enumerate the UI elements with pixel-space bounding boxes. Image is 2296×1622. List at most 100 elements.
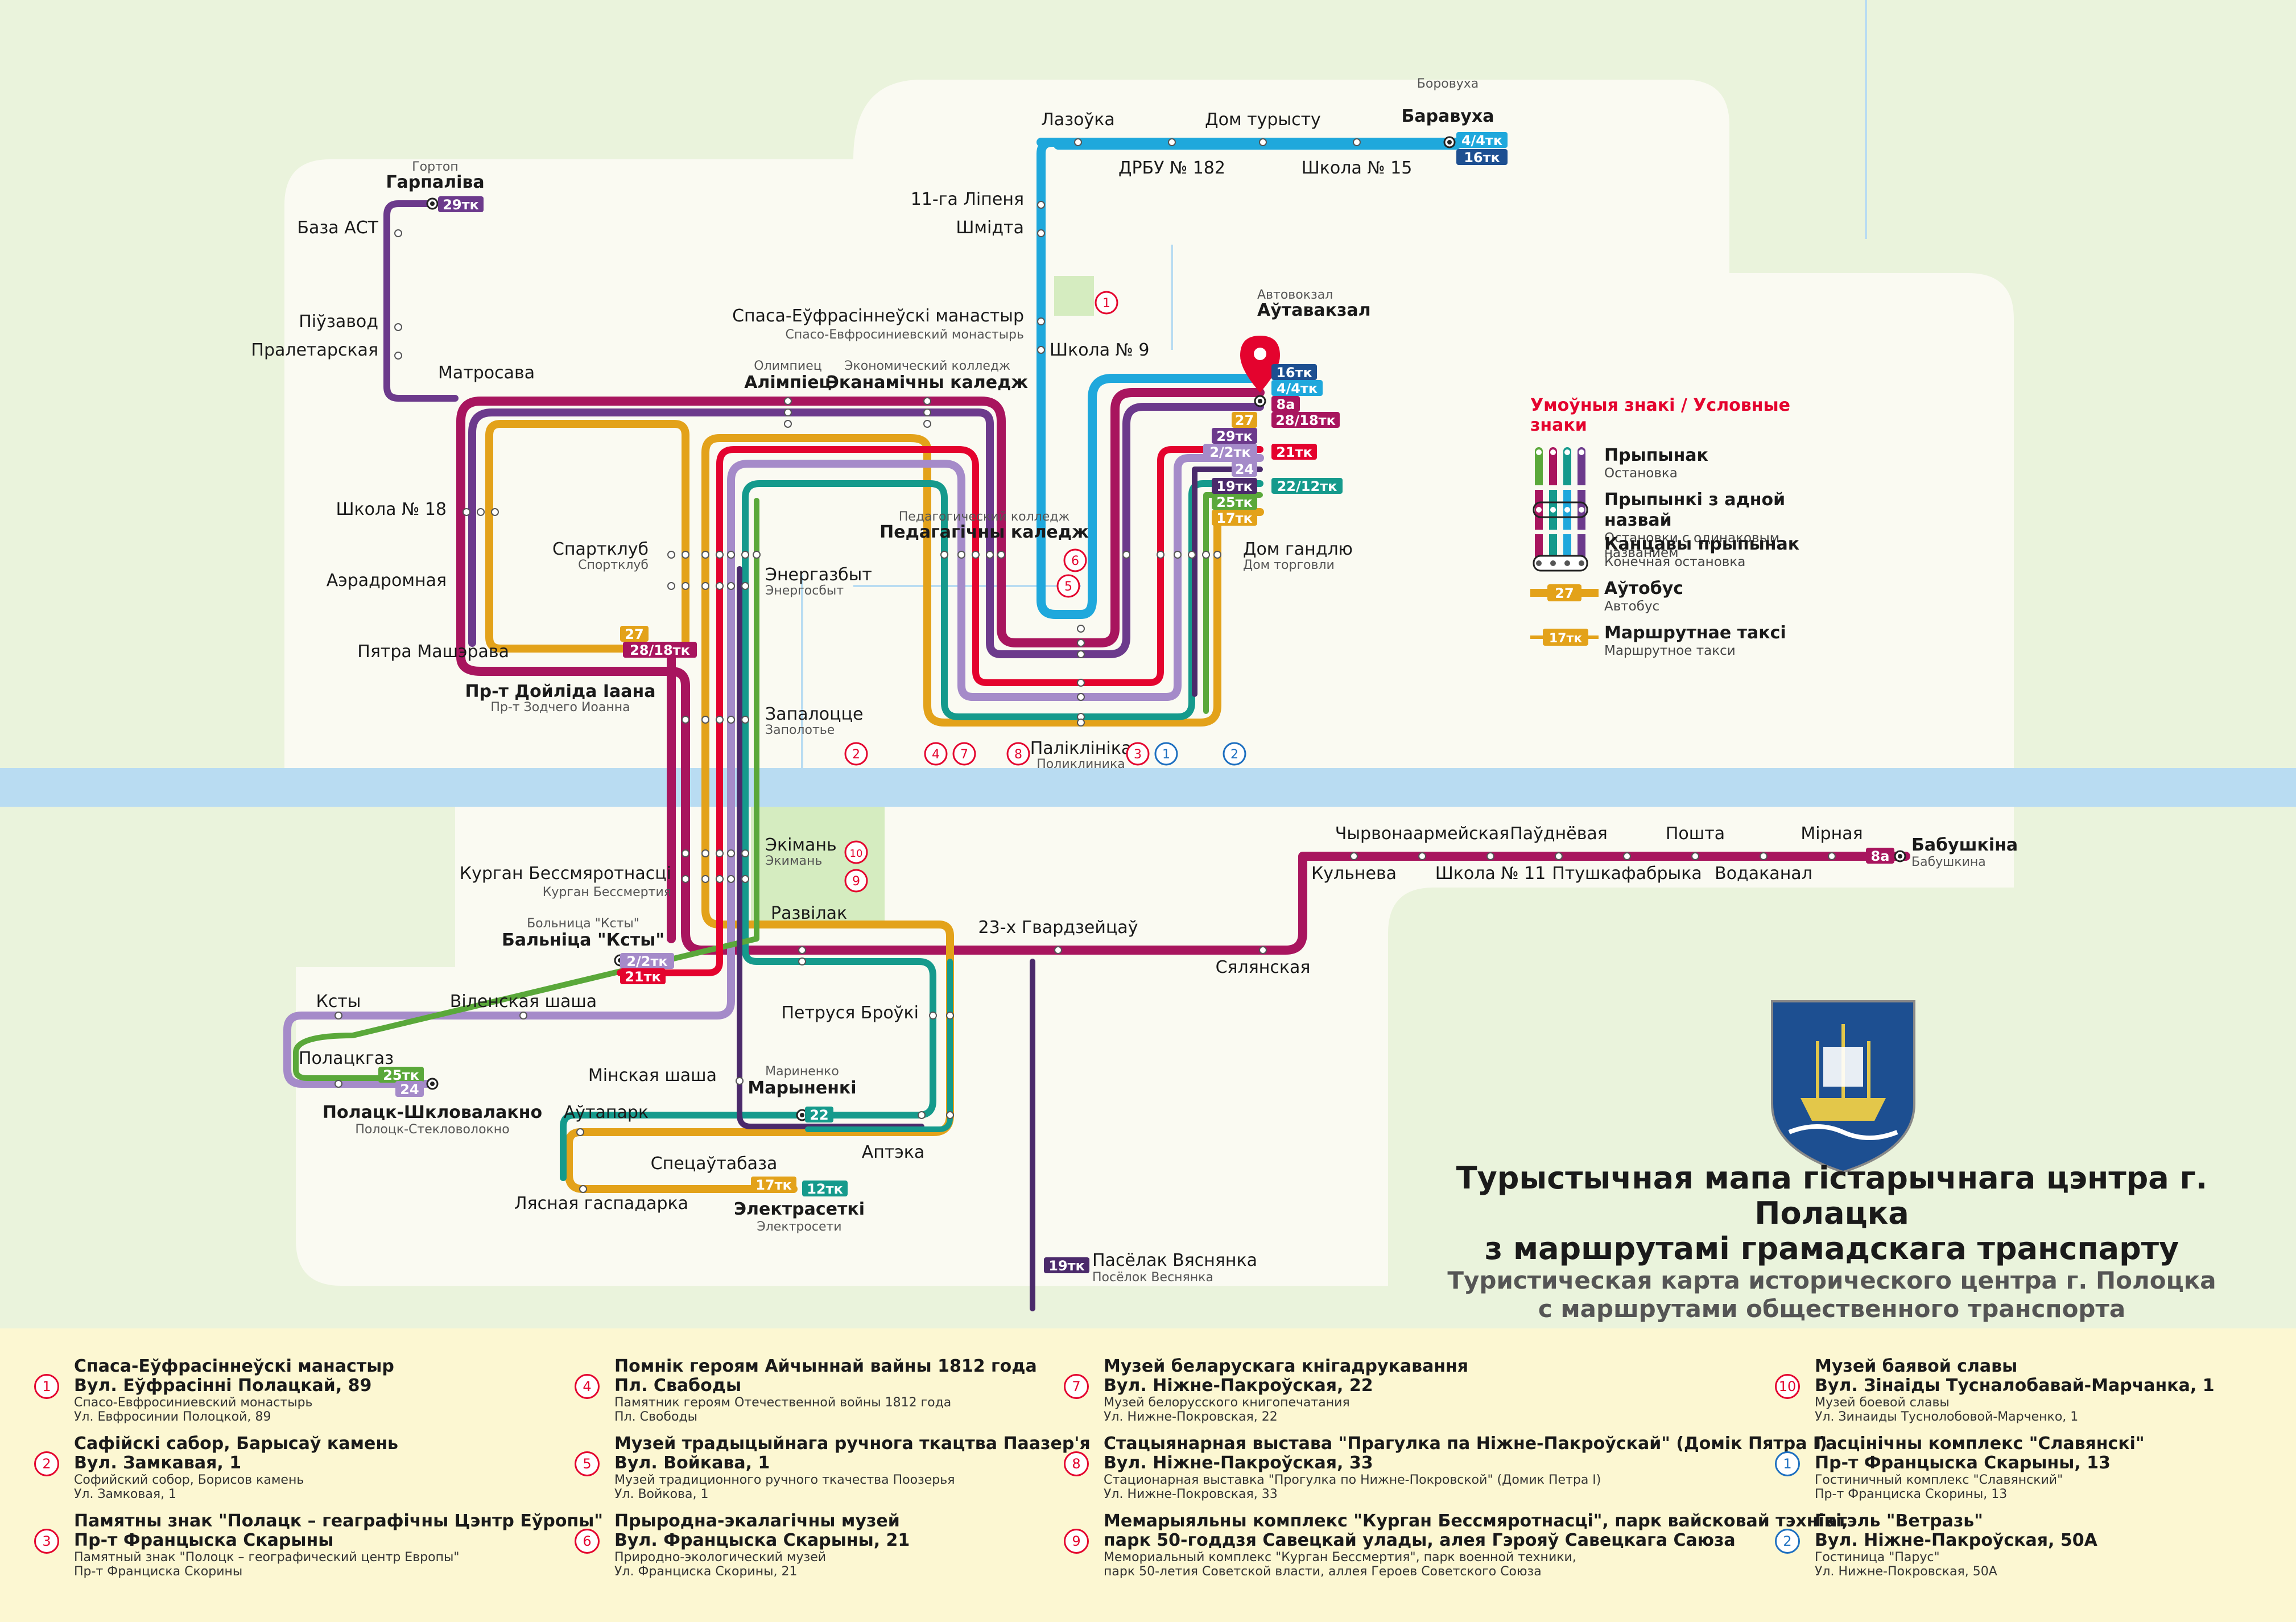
legend-label: Маршрутнае таксі xyxy=(1604,623,1786,643)
stop-dot xyxy=(1037,201,1045,209)
sight-name-ru: парк 50-летия Советской власти, аллея Ге… xyxy=(1104,1565,1542,1579)
legend-item-same-name-stops: Прыпынкі з адной назвай Остановки с один… xyxy=(1530,490,1826,560)
stop-label-gvardzeitsau: 23-х Гвардзейцаў xyxy=(978,918,1138,938)
stop-label-poshta: Пошта xyxy=(1666,824,1725,844)
stop-dot xyxy=(1623,852,1631,860)
svg-text:9: 9 xyxy=(852,874,860,889)
same-name-stops-icon xyxy=(1533,490,1588,530)
route-badge-r25tk: 25тк xyxy=(378,1067,424,1083)
stop-label-vilnyuskaya: Віленская шаша xyxy=(450,992,597,1012)
legend-label: Аўтобус xyxy=(1604,579,1684,599)
sight-marker-8[interactable]: 8 xyxy=(1006,742,1030,766)
stop-dot xyxy=(491,508,499,516)
stop-label-syalyanskaya: Сялянская xyxy=(1216,957,1311,977)
sight-name-ru: Ул. Войкова, 1 xyxy=(614,1487,709,1501)
stop-markers xyxy=(335,136,1906,1193)
sight-number-icon: 1 xyxy=(34,1374,59,1399)
stop-label-kulneva: Кульнева xyxy=(1311,864,1397,884)
stop-dot xyxy=(394,323,402,331)
route-line-lilac xyxy=(283,454,1264,1088)
stop-label-alimpiec: Алімпіец xyxy=(744,373,832,393)
route-badges: 4/4тк16тк29тк16тк4/4тк8а28/18тк2729тк21т… xyxy=(378,132,1894,1274)
route-badge-text: 2/2тк xyxy=(1209,444,1250,460)
stop-dot xyxy=(997,551,1005,559)
sight-marker-5[interactable]: 5 xyxy=(1056,574,1080,598)
sight-name-ru: Стационарная выставка "Прогулка по Нижне… xyxy=(1104,1473,1601,1487)
sight-marker-7[interactable]: 7 xyxy=(952,742,976,766)
route-badge-text: 22 xyxy=(810,1107,828,1123)
stop-dot xyxy=(1077,639,1085,647)
stop-dot xyxy=(972,551,980,559)
terminal-stop-dot xyxy=(1258,399,1262,403)
route-badge-r28_18tk: 28/18тк xyxy=(623,642,697,658)
sight-marker-3[interactable]: 3 xyxy=(1126,742,1150,766)
stop-dot xyxy=(1077,679,1085,687)
terminal-stop-dot xyxy=(430,1082,435,1086)
route-badge-r8a: 8а xyxy=(1271,396,1300,412)
stop-dot xyxy=(576,1128,584,1136)
sight-number-icon: 9 xyxy=(1064,1529,1089,1554)
route-badge-text: 19тк xyxy=(1048,1258,1085,1274)
stop-label-bolnica_ru: Больница "Ксты" xyxy=(527,917,639,931)
sight-marker-2[interactable]: 2 xyxy=(1223,742,1246,766)
stop-dot xyxy=(798,957,806,965)
stop-label-ekonom_ru: Экономический колледж xyxy=(844,359,1010,373)
stop-label-marynenki_ru: Мариненко xyxy=(765,1064,839,1079)
stop-label-lipenya: 11-га Ліпеня xyxy=(911,189,1024,209)
sight-name-ru: Ул. Евфросинии Полоцкой, 89 xyxy=(74,1410,271,1424)
svg-text:3: 3 xyxy=(1134,748,1142,762)
legend-heading: Умоўныя знакі / Условные знаки xyxy=(1530,395,1790,435)
stop-label-praletarskaya: Пралетарская xyxy=(251,340,378,360)
route-badge-r17tk: 17тк xyxy=(1212,510,1257,526)
sight-name-ru: Пр-т Франциска Скорины xyxy=(74,1565,243,1579)
sight-name: Вул. Замкавая, 1 xyxy=(74,1453,242,1473)
stop-dot xyxy=(1077,650,1085,658)
stop-label-lyasnaya: Лясная гаспадарка xyxy=(514,1194,688,1214)
stop-dot xyxy=(1828,852,1836,860)
stop-label-paliklinika: Паліклініка xyxy=(1030,738,1132,758)
route-badge-text: 4/4тк xyxy=(1277,381,1318,397)
stop-dot xyxy=(394,229,402,237)
svg-text:2: 2 xyxy=(852,748,860,762)
sight-marker-6[interactable]: 6 xyxy=(1063,548,1087,572)
stop-dot xyxy=(727,582,735,590)
route-badge-r2_2tk: 2/2тк xyxy=(1203,444,1257,460)
stop-dot xyxy=(1168,138,1176,146)
legend-label: Канцавы прыпынак xyxy=(1604,534,1800,554)
sight-marker-1[interactable]: 1 xyxy=(1154,742,1178,766)
sight-name: Стацыянарная выстава "Прагулка па Ніжне-… xyxy=(1104,1434,1827,1454)
stop-dot xyxy=(940,551,948,559)
stop-dot xyxy=(1077,625,1085,633)
sight-marker-10[interactable]: 10 xyxy=(844,840,868,864)
sight-marker-4[interactable]: 4 xyxy=(924,742,948,766)
stop-dot xyxy=(394,352,402,360)
stop-dot xyxy=(923,397,931,405)
route-line-magenta xyxy=(456,388,1910,955)
stop-label-pedag: Педагагічны каледж xyxy=(879,522,1089,542)
sight-marker-2[interactable]: 2 xyxy=(844,742,868,766)
sight-name-ru: Пл. Свободы xyxy=(614,1410,697,1424)
stop-label-drbu: ДРБУ № 182 xyxy=(1118,158,1225,178)
route-badge-text: 27 xyxy=(625,626,643,642)
sight-marker-9[interactable]: 9 xyxy=(844,869,868,893)
stop-dot xyxy=(701,875,709,883)
stop-label-pyatra_masherava: Пятра Машэрава xyxy=(357,642,509,662)
sight-number-icon: 2 xyxy=(1775,1529,1800,1554)
route-badge-text: 19тк xyxy=(1216,478,1253,494)
route-badge-text: 17тк xyxy=(1216,510,1253,526)
sight-marker-1[interactable]: 1 xyxy=(1095,291,1118,315)
